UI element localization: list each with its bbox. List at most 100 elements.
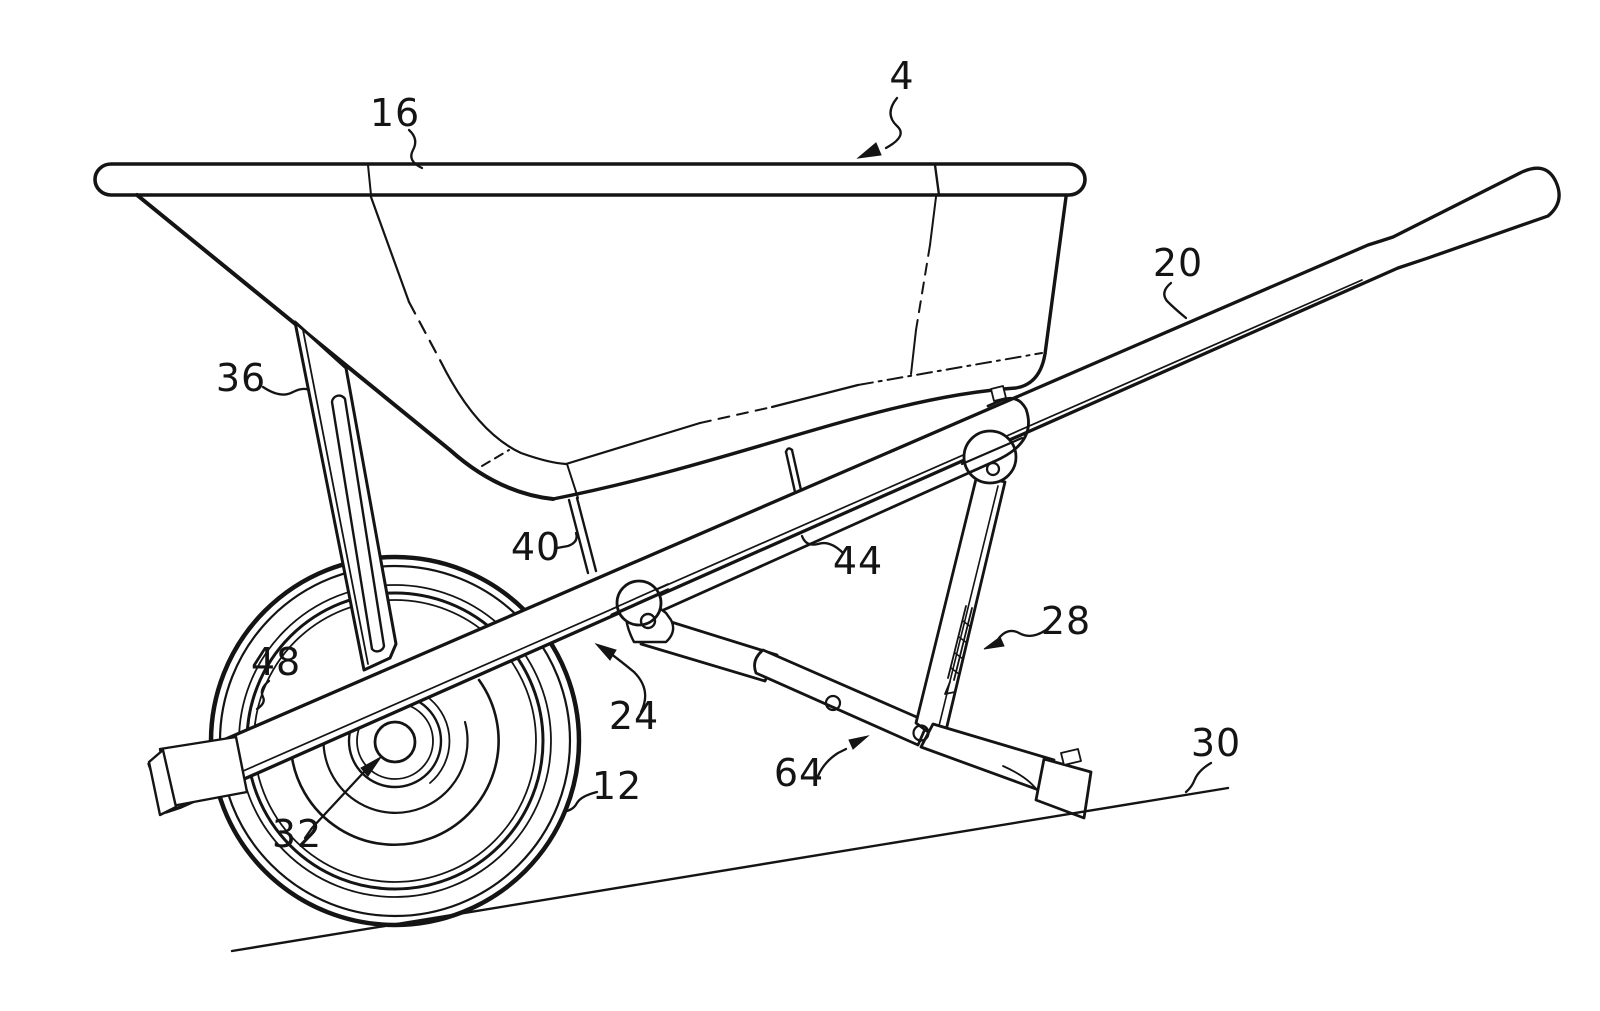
rim-inner-tick-left	[367, 164, 372, 196]
ref-label-20: 20	[1153, 241, 1203, 285]
tray	[93, 162, 1087, 501]
arrowhead-64	[848, 735, 870, 750]
ref-label-64: 64	[774, 751, 824, 795]
brace-bottom-edge	[657, 460, 995, 614]
latch-edge-1	[947, 605, 967, 679]
rear-leg-body	[914, 473, 1007, 745]
ref-label-44: 44	[833, 539, 883, 583]
handle-seam-over-pivot	[611, 583, 669, 610]
latch	[944, 605, 973, 695]
front-leg-inner-line	[302, 329, 369, 665]
tray-rear-inner-wall-2	[910, 329, 917, 375]
peg-cap	[784, 447, 794, 454]
ref-label-12: 12	[592, 764, 642, 808]
leader-24	[605, 649, 647, 714]
front-leg-body	[293, 320, 398, 672]
tray-rim	[93, 162, 1087, 197]
ref-label-16: 16	[370, 91, 420, 135]
pivot-bolt-hole	[639, 612, 657, 630]
rim-arc-outer	[289, 678, 500, 847]
knee-joint-bolt	[912, 724, 930, 742]
handle-body	[147, 166, 1561, 814]
rear-pivot-boss	[657, 385, 1030, 614]
tray-front-inner-edge-hidden	[407, 300, 443, 364]
wheel	[208, 554, 582, 928]
tray-rear-inner-wall	[929, 196, 937, 246]
handle-bottom-over-boss	[960, 436, 1024, 466]
front-leg-slot	[330, 394, 386, 653]
latch-hatch-3	[954, 652, 964, 660]
brace-end-cap	[986, 396, 1030, 464]
handle-bottom-over-pivot	[610, 588, 670, 617]
latch-edge-2	[953, 607, 973, 681]
tray-front-slope	[135, 193, 555, 501]
foot-assembly	[912, 722, 1093, 820]
tray-hidden-tick	[481, 449, 510, 467]
handle-bar	[147, 166, 1561, 817]
foot-pad	[1034, 757, 1093, 820]
strut-hole	[824, 694, 842, 712]
latch-hatch-2	[958, 636, 968, 644]
latch-hatch-1	[962, 620, 972, 628]
strap-right-edge	[575, 496, 598, 573]
ref-label-24: 24	[609, 694, 659, 738]
tray-bottom-edge	[551, 195, 1068, 501]
ref-label-48: 48	[251, 640, 301, 684]
foot-bar	[919, 722, 1056, 795]
arrowhead-24	[594, 643, 617, 661]
leader-64	[816, 747, 848, 778]
rim-inner-tick-right	[933, 163, 941, 197]
peg-left-edge	[784, 450, 797, 494]
front-leg	[293, 320, 398, 672]
tray-front-inner-edge	[369, 195, 411, 304]
tray-bottom-inner-hidden	[699, 406, 773, 424]
tray-bottom-centerline	[857, 352, 1043, 386]
ref-label-30: 30	[1191, 721, 1241, 765]
reference-labels: 4 16 20 36 40 44 24 28 48 32 12 64 30	[216, 54, 1241, 856]
stand-strut	[639, 619, 930, 747]
handle-bottom-seam	[217, 279, 1363, 783]
latch-hatch-4	[950, 667, 960, 675]
strap-left-edge	[567, 498, 590, 575]
front-end-plate	[147, 748, 178, 817]
leader-12	[565, 790, 599, 813]
tray-corner-seam	[566, 463, 579, 499]
rim-arc-side	[429, 698, 451, 784]
leader-16	[407, 128, 424, 170]
brace-bolt	[990, 385, 1007, 402]
pivot-joint	[610, 579, 675, 644]
latch-hook	[944, 681, 956, 695]
arrowhead-4	[856, 142, 882, 159]
leader-44	[800, 534, 845, 555]
tray-bottom-inner-1	[564, 421, 702, 466]
tray-strap-bracket	[567, 496, 598, 575]
ref-label-36: 36	[216, 356, 266, 400]
leader-lines	[255, 96, 1213, 840]
leader-30	[1184, 761, 1213, 794]
foot-pad-tab	[1060, 748, 1082, 766]
ref-label-28: 28	[1041, 599, 1091, 643]
tray-bottom-inner-2	[770, 383, 860, 409]
arrowhead-28	[983, 636, 1005, 650]
leader-32	[303, 770, 366, 840]
axle-bore	[373, 720, 417, 764]
stop-peg	[784, 447, 803, 494]
strut-sleeve	[753, 648, 930, 747]
leader-40	[555, 531, 578, 550]
arrowhead-32	[360, 756, 382, 777]
ground-line	[230, 786, 1230, 953]
leader-20	[1163, 281, 1188, 320]
leader-28	[997, 628, 1048, 640]
ref-label-40: 40	[511, 525, 561, 569]
peg-right-edge	[790, 448, 803, 492]
leader-48	[255, 679, 271, 711]
ref-label-4: 4	[889, 54, 914, 98]
rear-leg	[914, 473, 1007, 745]
tray-rear-inner-wall-hidden	[915, 244, 931, 331]
ref-label-32: 32	[272, 812, 322, 856]
tray-front-inner-curve	[439, 360, 568, 466]
leader-36	[261, 385, 311, 396]
rim-arc-inner	[322, 709, 469, 814]
